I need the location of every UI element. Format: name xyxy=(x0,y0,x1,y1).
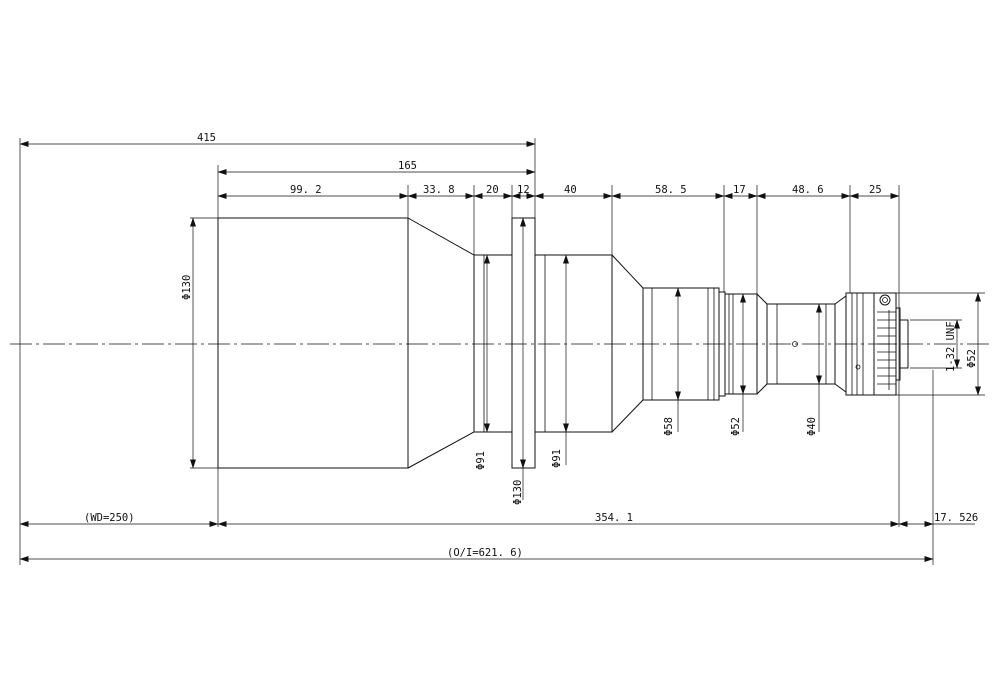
diameter-dimensions: Φ130 Φ91 Φ130 Φ91 Φ58 Φ52 Φ40 Φ52 1-32 U… xyxy=(181,217,981,505)
dia-section-40: Φ40 xyxy=(806,417,818,436)
flange xyxy=(511,217,536,469)
thread-stub xyxy=(899,319,909,369)
dim-working-distance: (WD=250) xyxy=(84,512,135,524)
knurled-ring xyxy=(877,310,896,390)
front-taper xyxy=(407,217,475,469)
thread-spec: 1-32 UNF xyxy=(945,321,957,372)
dim-seg-6: 58. 5 xyxy=(655,184,687,196)
dia-neck: Φ91 xyxy=(475,451,487,470)
dim-seg-3: 20 xyxy=(486,184,499,196)
section-40 xyxy=(766,303,836,385)
dim-lens-body-length: 165 xyxy=(398,160,417,172)
dia-flange: Φ130 xyxy=(512,480,524,505)
dim-seg-5: 40 xyxy=(564,184,577,196)
horizontal-dimensions: 415 165 99. 2 33. 8 20 12 40 58. 5 17 48… xyxy=(19,132,978,562)
neck xyxy=(473,254,513,433)
dia-front-barrel: Φ130 xyxy=(181,275,193,300)
lock-screw xyxy=(879,294,891,306)
dim-total-length: 415 xyxy=(197,132,216,144)
dim-seg-4: 12 xyxy=(517,184,530,196)
dim-lens-length: 354. 1 xyxy=(595,512,633,524)
dim-seg-9: 25 xyxy=(869,184,882,196)
dim-back-flange: 17. 526 xyxy=(934,512,978,524)
dim-seg-7: 17 xyxy=(733,184,746,196)
dim-object-to-image: (O/I=621. 6) xyxy=(447,547,523,559)
dim-seg-1: 99. 2 xyxy=(290,184,322,196)
dim-seg-8: 48. 6 xyxy=(792,184,824,196)
front-barrel xyxy=(217,217,409,469)
dia-rear-barrel: Φ91 xyxy=(551,449,563,468)
extension-lines xyxy=(19,138,985,565)
rear-taper xyxy=(611,254,644,433)
dia-section-52: Φ52 xyxy=(730,417,742,436)
dia-mount-outer: Φ52 xyxy=(966,349,978,368)
lens-body xyxy=(217,217,909,469)
dia-section-58: Φ58 xyxy=(663,417,675,436)
dim-seg-2: 33. 8 xyxy=(423,184,455,196)
rear-barrel xyxy=(534,254,613,433)
